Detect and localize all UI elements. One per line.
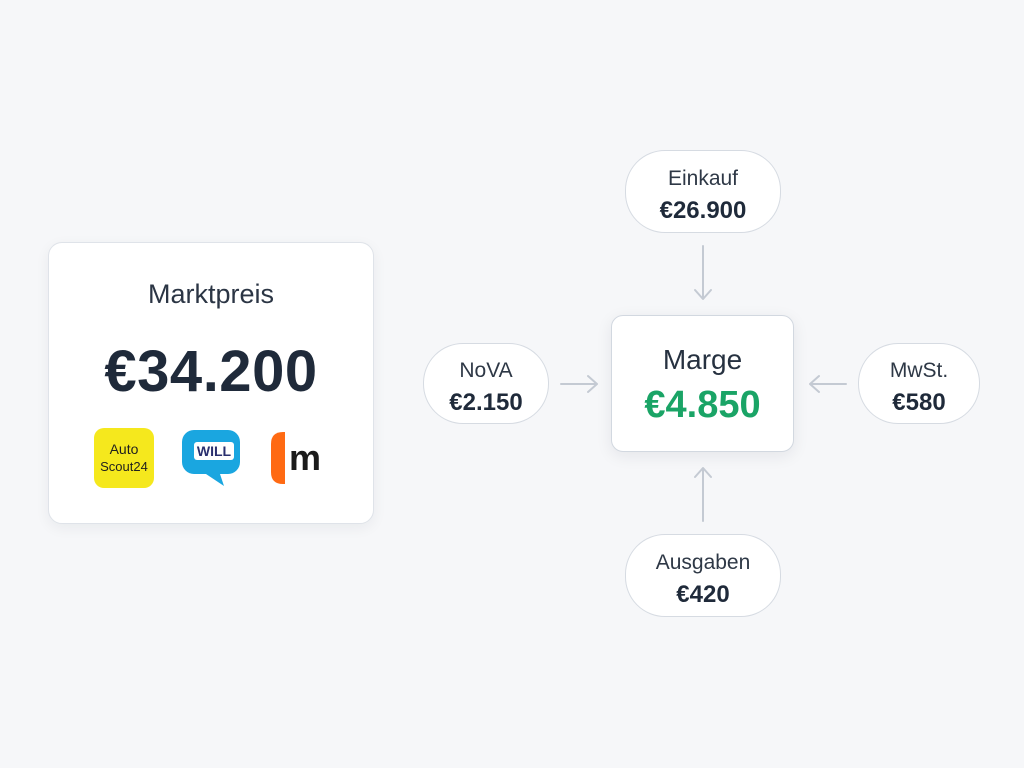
market-price-value: €34.200	[104, 339, 318, 404]
node-mwst: MwSt. €580	[858, 343, 980, 424]
autoscout24-text-2: Scout24	[100, 459, 148, 474]
margin-box: Marge €4.850	[611, 315, 794, 452]
market-price-title: Marktpreis	[147, 279, 275, 309]
mobile-text: m	[289, 437, 321, 478]
market-price-card: Marktpreis €34.200 Auto Scout24 WILL m	[48, 242, 374, 524]
autoscout24-text-1: Auto	[110, 441, 139, 457]
nova-value: €2.150	[449, 389, 523, 416]
node-ausgaben: Ausgaben €420	[625, 534, 781, 617]
marketplace-logos: Auto Scout24 WILL m	[49, 428, 373, 488]
einkauf-label: Einkauf	[667, 167, 739, 190]
margin-value: €4.850	[644, 384, 761, 426]
margin-label: Marge	[662, 344, 743, 375]
mwst-label: MwSt.	[889, 359, 949, 382]
willhaben-text: WILL	[197, 443, 232, 459]
mobile-logo: m	[271, 432, 321, 484]
autoscout24-logo: Auto Scout24	[94, 428, 154, 488]
ausgaben-label: Ausgaben	[655, 551, 751, 574]
arrow-mwst-to-marge	[809, 375, 847, 393]
node-nova: NoVA €2.150	[423, 343, 549, 424]
nova-label: NoVA	[459, 359, 513, 382]
mwst-value: €580	[892, 389, 946, 416]
arrow-ausgaben-to-marge	[694, 467, 712, 522]
arrow-einkauf-to-marge	[694, 245, 712, 300]
arrow-nova-to-marge	[560, 375, 598, 393]
einkauf-value: €26.900	[659, 197, 747, 224]
willhaben-logo: WILL	[182, 430, 240, 486]
node-einkauf: Einkauf €26.900	[625, 150, 781, 233]
ausgaben-value: €420	[676, 581, 730, 608]
